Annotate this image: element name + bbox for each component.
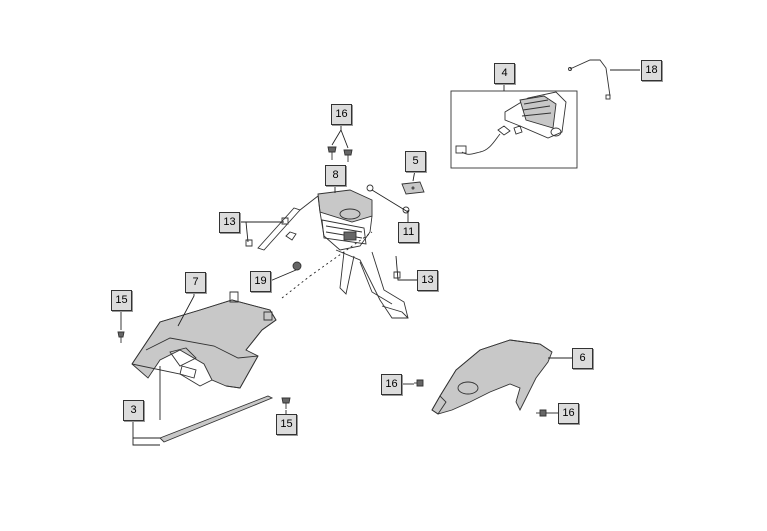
callout-13-right: 13 — [417, 270, 438, 291]
callout-8: 8 — [325, 165, 346, 186]
under-tray — [131, 291, 277, 389]
callout-16-right: 16 — [558, 403, 579, 424]
callout-6: 6 — [572, 348, 593, 369]
callout-7: 7 — [185, 272, 206, 293]
callout-3: 3 — [123, 400, 144, 421]
rear-frame-bracket — [257, 189, 409, 319]
callout-16-mid: 16 — [381, 374, 402, 395]
rear-fender — [431, 339, 553, 415]
callout-5: 5 — [405, 151, 426, 172]
rear-light-box — [450, 90, 578, 169]
callout-11: 11 — [398, 222, 419, 243]
wire-harness — [568, 59, 611, 100]
callout-18: 18 — [641, 60, 662, 81]
nuts — [117, 184, 547, 417]
callout-19: 19 — [250, 271, 271, 292]
cable-tie — [159, 395, 274, 443]
license-plate-holder — [401, 181, 425, 195]
callout-15-left: 15 — [111, 290, 132, 311]
callout-15-bottom: 15 — [276, 414, 297, 435]
callout-4: 4 — [494, 63, 515, 84]
callout-13-left: 13 — [219, 212, 240, 233]
rear-light-assembly — [450, 90, 578, 169]
top-bolts — [327, 146, 353, 162]
callout-16-top: 16 — [331, 104, 352, 125]
